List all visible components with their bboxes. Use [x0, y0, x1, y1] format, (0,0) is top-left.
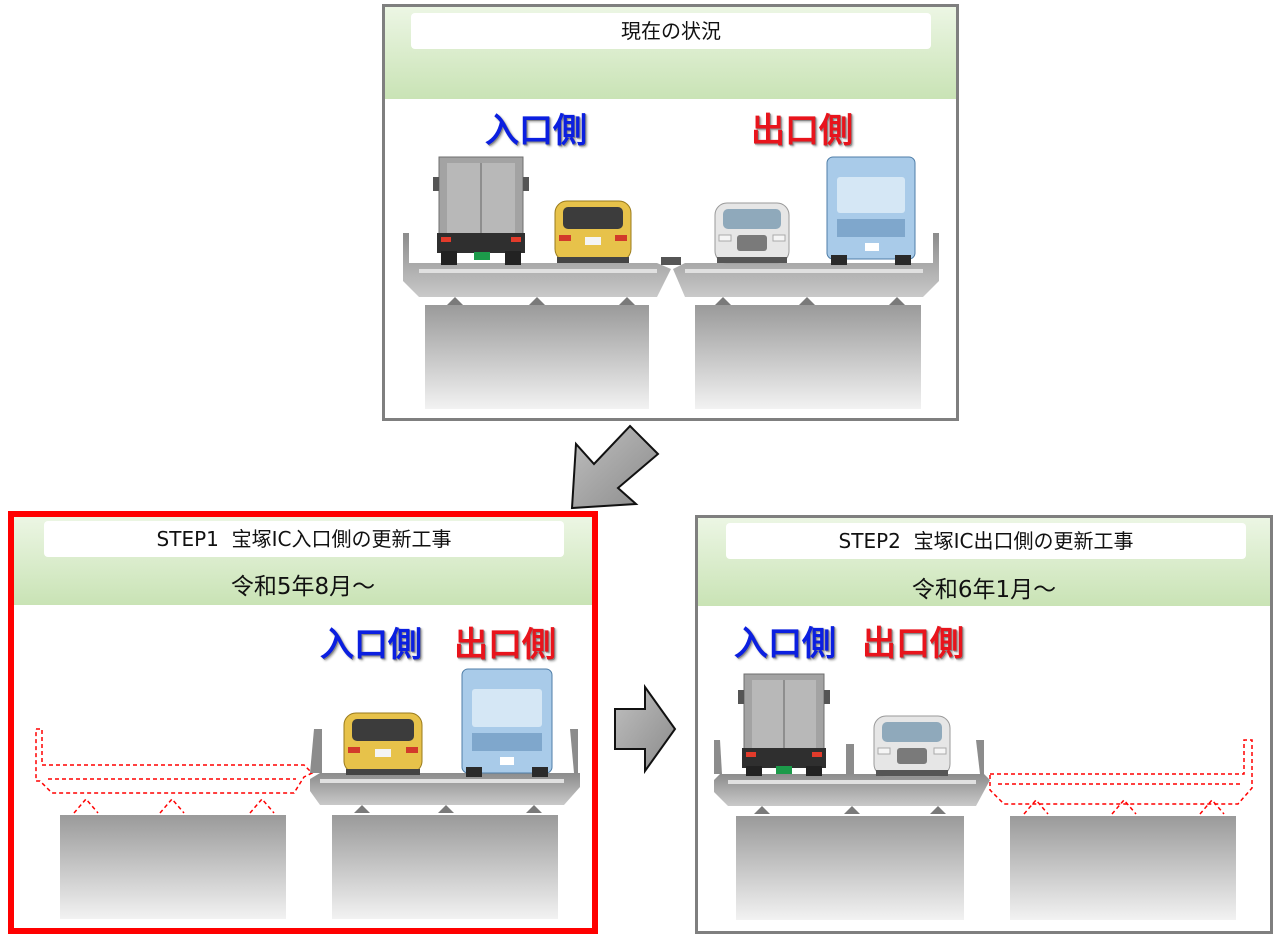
- panel-title: STEP2 宝塚IC出口側の更新工事: [726, 523, 1246, 559]
- bridge-cross-section: [35, 668, 580, 919]
- schedule-date: 令和6年1月～: [911, 577, 1057, 603]
- left-pier: [60, 815, 286, 919]
- bearings: [754, 806, 946, 814]
- truck-blue-icon: [826, 156, 916, 265]
- truck-blue-icon: [461, 668, 553, 777]
- bearings: [447, 297, 905, 305]
- left-pier: [736, 816, 964, 920]
- right-pier: [695, 305, 921, 409]
- step2-panel: STEP2 宝塚IC出口側の更新工事 令和6年1月～ 入口側 出口側: [695, 515, 1273, 934]
- schedule-date: 令和5年8月～: [230, 574, 376, 600]
- truck-gray-icon: [738, 673, 830, 776]
- exit-side-label: 出口側: [862, 624, 964, 664]
- truck-gray-icon: [433, 156, 529, 265]
- car-white-icon: [873, 715, 951, 777]
- left-deck: [403, 233, 671, 297]
- right-pier: [1010, 816, 1236, 920]
- panel-title: 現在の状況: [411, 13, 931, 49]
- panel-title: STEP1 宝塚IC入口側の更新工事: [44, 521, 564, 557]
- right-deck: [673, 233, 939, 297]
- left-deck: [714, 740, 990, 806]
- bearings: [354, 805, 542, 813]
- exit-side-label: 出口側: [454, 625, 556, 665]
- removed-deck-outline: [989, 739, 1253, 815]
- car-yellow-icon: [343, 712, 423, 775]
- right-pier: [332, 815, 558, 919]
- bridge-cross-section: [714, 673, 1253, 920]
- arrow-right-icon: [614, 683, 677, 775]
- exit-side-label: 出口側: [751, 111, 853, 151]
- car-yellow-icon: [554, 200, 632, 263]
- arrow-down-left-icon: [570, 424, 660, 510]
- car-white-icon: [714, 202, 790, 264]
- expansion-joint: [661, 257, 681, 265]
- removed-deck-outline: [35, 728, 314, 814]
- entrance-side-label: 入口側: [734, 624, 836, 664]
- right-deck: [310, 729, 580, 805]
- step1-panel: STEP1 宝塚IC入口側の更新工事 令和5年8月～ 入口側 出口側: [8, 511, 598, 934]
- left-pier: [425, 305, 649, 409]
- entrance-side-label: 入口側: [485, 111, 587, 151]
- entrance-side-label: 入口側: [320, 625, 422, 665]
- bridge-cross-section: [403, 156, 939, 409]
- current-state-panel: 現在の状況 入口側 出口側: [382, 4, 959, 421]
